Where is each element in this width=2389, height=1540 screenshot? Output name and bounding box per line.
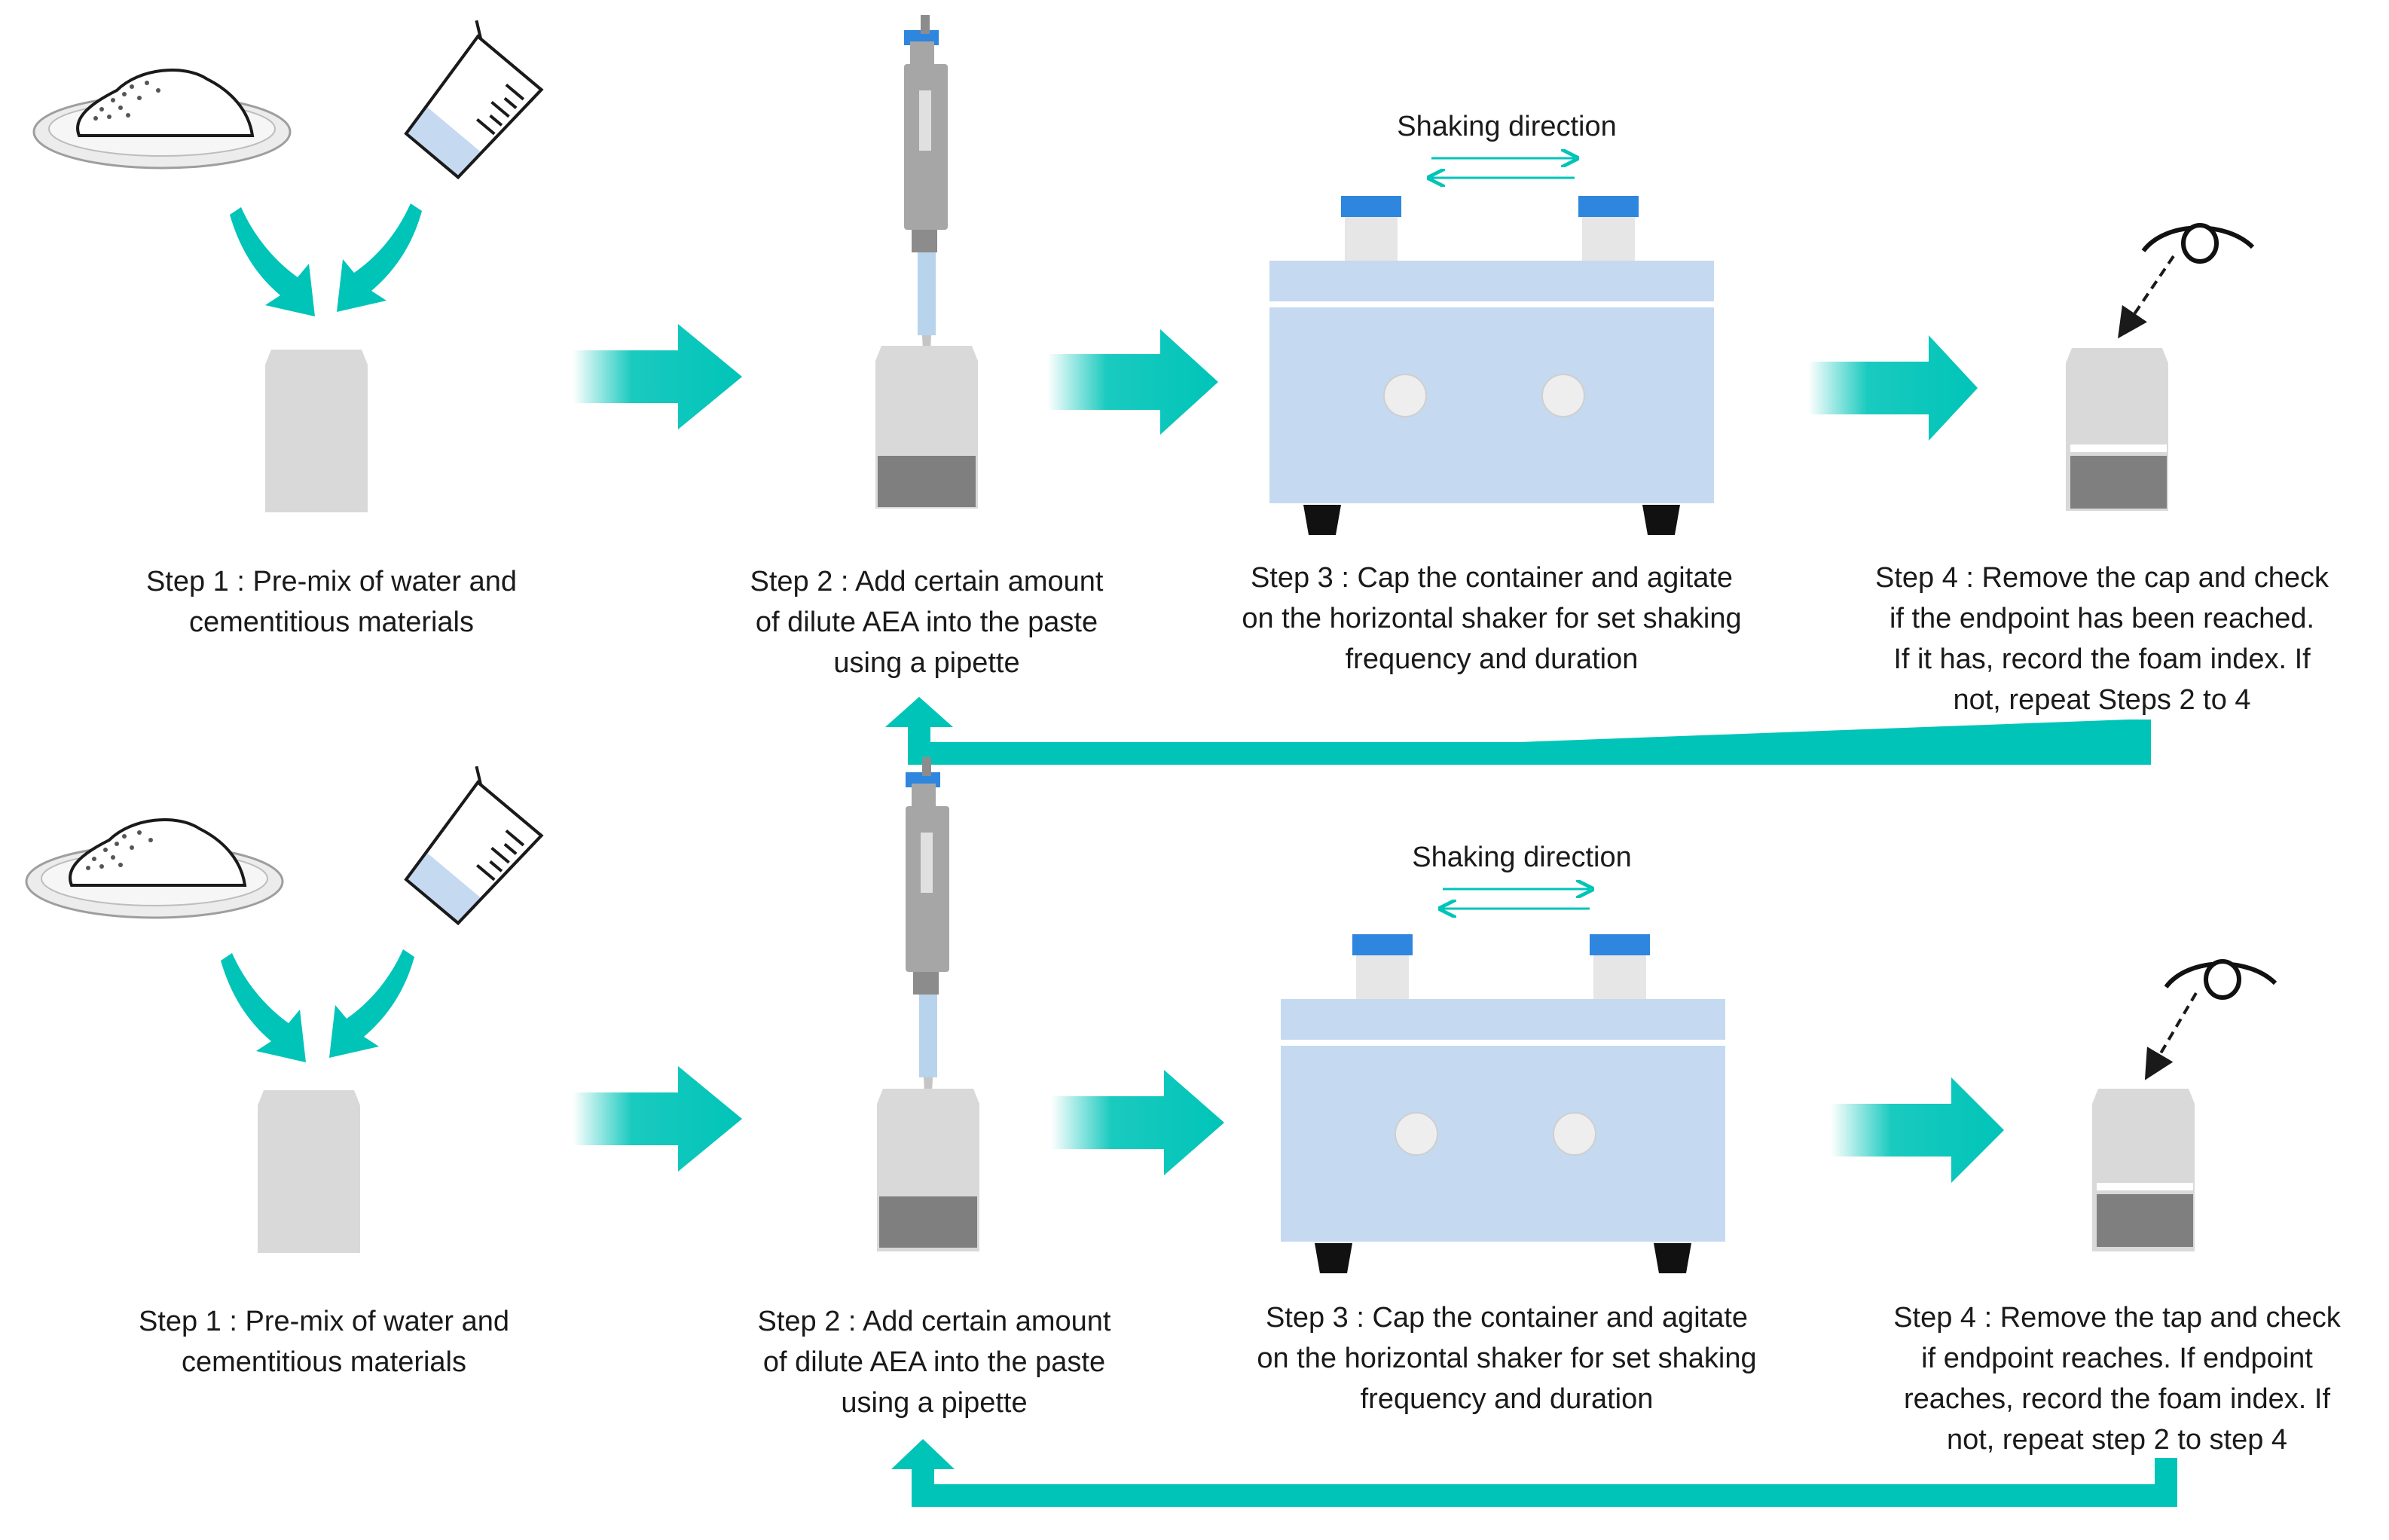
container-icon [258, 1090, 360, 1253]
horizontal-shaker-icon [1280, 933, 1726, 1274]
plate-with-powder-icon [25, 818, 284, 919]
process-arrow-icon [573, 1066, 742, 1172]
measuring-beaker-icon [390, 765, 551, 930]
plate-with-powder-icon [32, 69, 292, 170]
container-icon [875, 346, 978, 509]
step-4-caption: Step 4 : Remove the tap and check if end… [1893, 1302, 2341, 1456]
process-arrow-icon [1808, 335, 1978, 441]
step-2-caption: Step 2 : Add certain amount of dilute AE… [750, 566, 1104, 679]
horizontal-shaker-icon [1269, 195, 1715, 536]
loop-back-arrow-head [891, 1439, 955, 1484]
step-3-caption: Step 3 : Cap the container and agitate o… [1257, 1302, 1757, 1415]
step-1-caption: Step 1 : Pre-mix of water and cementitio… [145, 566, 518, 638]
container-icon [2092, 1089, 2195, 1251]
process-arrow-icon [1831, 1077, 2004, 1183]
container-icon [265, 350, 368, 512]
eye-icon [2166, 961, 2275, 998]
loop-back-arrow-bar [912, 1484, 2177, 1507]
pipette-icon [906, 757, 949, 1141]
row-1 [32, 15, 2253, 765]
process-arrow-icon [1047, 329, 1218, 435]
container-icon [2066, 348, 2168, 511]
step-2-caption: Step 2 : Add certain amount of dilute AE… [757, 1306, 1111, 1419]
loop-back-arrow-bar [908, 742, 2151, 765]
loop-back-arrow-head [887, 697, 951, 742]
pipette-icon [904, 15, 948, 399]
step-3-caption: Step 3 : Cap the container and agitate o… [1242, 562, 1742, 675]
curved-arrow-icon [230, 203, 422, 316]
process-arrow-icon [573, 324, 742, 429]
view-direction-arrow [2118, 255, 2175, 339]
curved-arrow-icon [221, 949, 414, 1062]
step-4-caption: Step 4 : Remove the cap and check if the… [1874, 562, 2329, 716]
eye-icon [2143, 225, 2253, 261]
shaking-direction-label: Shaking direction [1397, 111, 1617, 142]
shaking-direction-label: Shaking direction [1412, 842, 1632, 873]
view-direction-arrow [2144, 992, 2198, 1080]
container-icon [877, 1089, 979, 1251]
row-2 [25, 757, 2275, 1507]
process-arrow-icon [1051, 1070, 1224, 1175]
measuring-beaker-icon [390, 19, 551, 184]
step-1-caption: Step 1 : Pre-mix of water and cementitio… [138, 1306, 510, 1378]
